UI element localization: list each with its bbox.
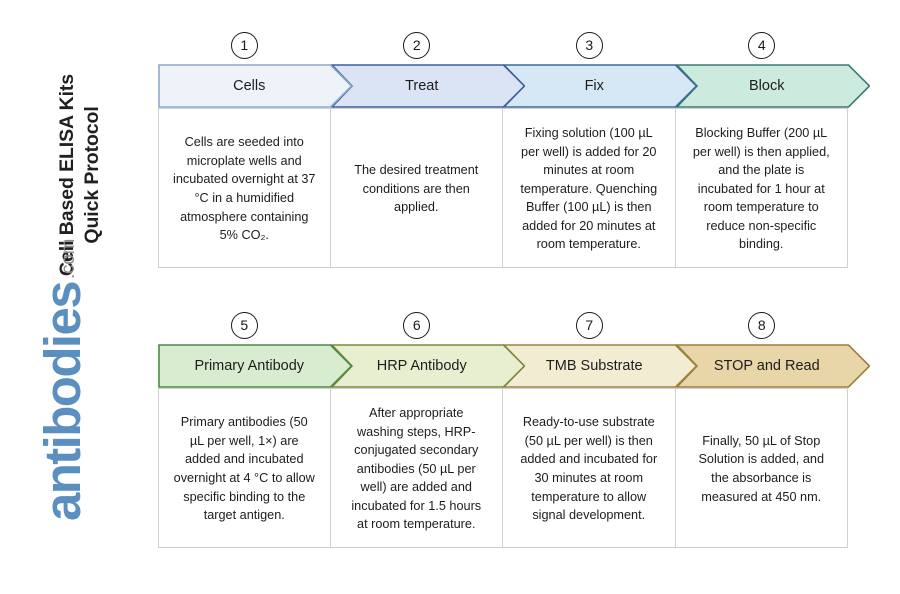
brand-logo: antibodies.com	[17, 230, 92, 530]
step-body-8: Finally, 50 µL of Stop Solution is added…	[675, 388, 848, 548]
step-number-badge: 6	[403, 312, 431, 339]
step-body-text: Finally, 50 µL of Stop Solution is added…	[698, 433, 825, 504]
step-header-6[interactable]: HRP Antibody	[330, 344, 525, 388]
step-header-label: Primary Antibody	[194, 358, 305, 374]
step-header-1[interactable]: Cells	[158, 64, 353, 108]
step-body-text: The desired treatment conditions are the…	[354, 163, 479, 215]
step-number-badge: 7	[575, 312, 603, 339]
step-header-label: Fix	[584, 78, 604, 94]
step-body-2: The desired treatment conditions are the…	[330, 108, 503, 268]
step-body-text: Primary antibodies (50 µL per well, 1×) …	[173, 415, 315, 523]
step-header-label: Block	[749, 78, 785, 94]
step-number-badge: 2	[403, 32, 431, 59]
step-body-strip: Primary antibodies (50 µL per well, 1×) …	[158, 388, 848, 548]
step-header-7[interactable]: TMB Substrate	[503, 344, 698, 388]
step-header-label: HRP Antibody	[376, 358, 467, 374]
step-header-5[interactable]: Primary Antibody	[158, 344, 353, 388]
step-body-1: Cells are seeded into microplate wells a…	[158, 108, 331, 268]
step-body-text: After appropriate washing steps, HRP-con…	[351, 406, 482, 532]
step-header-label: STOP and Read	[713, 358, 820, 374]
step-header-8[interactable]: STOP and Read	[675, 344, 870, 388]
step-number-strip: 5 6 7 8	[158, 312, 848, 344]
step-header-4[interactable]: Block	[675, 64, 870, 108]
step-number-badge: 8	[748, 312, 776, 339]
step-body-text: Cells are seeded into microplate wells a…	[173, 135, 316, 243]
brand-name: antibodies	[34, 281, 92, 522]
step-body-text: Ready-to-use substrate (50 µL per well) …	[520, 415, 658, 523]
step-header-2[interactable]: Treat	[330, 64, 525, 108]
step-body-text: Blocking Buffer (200 µL per well) is the…	[692, 126, 830, 252]
step-header-strip: Primary Antibody HRP Antibody TMB Substrat…	[158, 344, 870, 388]
step-number-badge: 1	[230, 32, 258, 59]
step-number-strip: 1 2 3 4	[158, 32, 848, 64]
step-number-badge: 3	[575, 32, 603, 59]
brand-tld: .com	[58, 239, 79, 279]
step-body-3: Fixing solution (100 µL per well) is add…	[503, 108, 676, 268]
step-header-strip: Cells Treat Fix Block	[158, 64, 870, 108]
step-body-4: Blocking Buffer (200 µL per well) is the…	[675, 108, 848, 268]
step-body-text: Fixing solution (100 µL per well) is add…	[520, 126, 658, 252]
step-body-5: Primary antibodies (50 µL per well, 1×) …	[158, 388, 331, 548]
step-body-strip: Cells are seeded into microplate wells a…	[158, 108, 848, 268]
step-body-6: After appropriate washing steps, HRP-con…	[330, 388, 503, 548]
chevron-shape	[158, 64, 353, 108]
step-number-badge: 4	[748, 32, 776, 59]
step-header-label: Treat	[405, 78, 439, 94]
left-rail: Cell Based ELISA Kits Quick Protocol ant…	[0, 0, 155, 594]
step-body-7: Ready-to-use substrate (50 µL per well) …	[503, 388, 676, 548]
step-header-label: TMB Substrate	[545, 358, 643, 374]
step-header-label: Cells	[233, 78, 266, 94]
step-header-3[interactable]: Fix	[503, 64, 698, 108]
chevron-shape	[158, 344, 353, 388]
step-number-badge: 5	[230, 312, 258, 339]
